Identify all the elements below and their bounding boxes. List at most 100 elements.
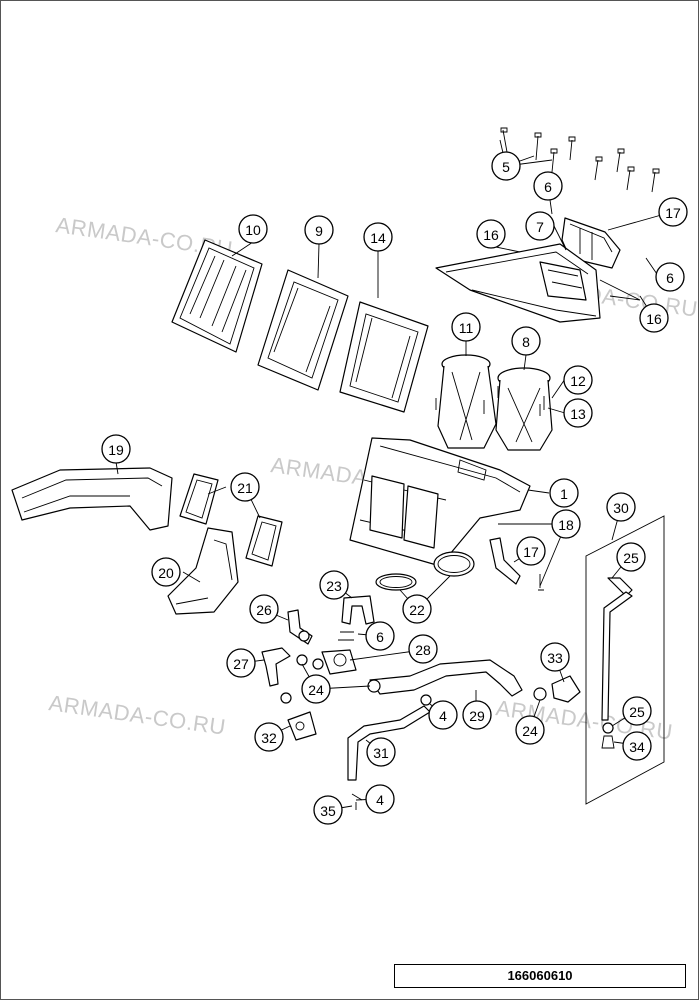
svg-text:20: 20 bbox=[158, 565, 174, 581]
svg-text:6: 6 bbox=[544, 179, 552, 195]
callout-18: 18 bbox=[551, 509, 581, 539]
svg-text:10: 10 bbox=[245, 222, 261, 238]
callout-5: 5 bbox=[491, 151, 521, 181]
callout-9: 9 bbox=[304, 215, 334, 245]
duct-20 bbox=[167, 527, 239, 615]
svg-text:6: 6 bbox=[376, 629, 384, 645]
callout-33: 33 bbox=[540, 642, 570, 672]
callout-10: 10 bbox=[238, 214, 268, 244]
callout-17: 17 bbox=[516, 536, 546, 566]
svg-text:26: 26 bbox=[256, 602, 272, 618]
callout-34: 34 bbox=[622, 731, 652, 761]
svg-text:22: 22 bbox=[409, 602, 425, 618]
fitting-32 bbox=[287, 711, 317, 741]
clip-35 bbox=[351, 793, 363, 810]
watermark: ARMADA-CO.RU bbox=[47, 690, 227, 740]
svg-text:33: 33 bbox=[547, 650, 563, 666]
callout-23: 23 bbox=[319, 570, 349, 600]
svg-text:25: 25 bbox=[623, 550, 639, 566]
air-box-lid-2 bbox=[435, 243, 641, 323]
callout-31: 31 bbox=[366, 737, 396, 767]
svg-text:4: 4 bbox=[376, 792, 384, 808]
svg-text:14: 14 bbox=[370, 230, 386, 246]
svg-text:1: 1 bbox=[560, 486, 568, 502]
callout-13: 13 bbox=[563, 398, 593, 428]
intake-duct-19 bbox=[11, 467, 173, 531]
svg-text:5: 5 bbox=[502, 159, 510, 175]
callout-25b: 25 bbox=[622, 696, 652, 726]
callout-26: 26 bbox=[249, 594, 279, 624]
callout-6b: 6 bbox=[655, 262, 685, 292]
callout-12: 12 bbox=[563, 365, 593, 395]
svg-text:24: 24 bbox=[308, 682, 324, 698]
document-number: 166060610 bbox=[394, 964, 686, 988]
hose-29 bbox=[367, 659, 523, 697]
screws-12-13 bbox=[435, 386, 545, 416]
svg-text:28: 28 bbox=[415, 642, 431, 658]
svg-text:35: 35 bbox=[320, 803, 336, 819]
callout-4b: 4 bbox=[365, 784, 395, 814]
hose-17 bbox=[489, 537, 521, 585]
bracket-23 bbox=[341, 595, 375, 625]
svg-text:19: 19 bbox=[108, 442, 124, 458]
o-rings-22 bbox=[375, 551, 475, 591]
callout-25: 25 bbox=[616, 542, 646, 572]
screws-5 bbox=[500, 127, 660, 193]
callout-16: 16 bbox=[639, 303, 669, 333]
svg-text:17: 17 bbox=[665, 205, 681, 221]
filter-cage-14 bbox=[339, 301, 429, 413]
hose-31 bbox=[347, 694, 432, 781]
callout-20: 20 bbox=[151, 557, 181, 587]
callout-22: 22 bbox=[402, 594, 432, 624]
connector-33 bbox=[533, 675, 581, 703]
callout-14: 14 bbox=[363, 222, 393, 252]
hoses-26-27-28 bbox=[261, 609, 357, 704]
svg-text:27: 27 bbox=[233, 656, 249, 672]
callout-8: 8 bbox=[511, 326, 541, 356]
air-filter-10 bbox=[171, 239, 263, 353]
svg-text:18: 18 bbox=[558, 517, 574, 533]
intake-boot-8 bbox=[495, 367, 553, 451]
svg-text:29: 29 bbox=[469, 708, 485, 724]
callout-6: 6 bbox=[533, 171, 563, 201]
svg-text:24: 24 bbox=[522, 723, 538, 739]
svg-text:4: 4 bbox=[439, 708, 447, 724]
filter-frame-9 bbox=[257, 269, 349, 391]
intake-boot-11 bbox=[437, 354, 497, 449]
callout-1: 1 bbox=[549, 478, 579, 508]
callout-27: 27 bbox=[226, 648, 256, 678]
svg-text:17: 17 bbox=[523, 544, 539, 560]
svg-text:7: 7 bbox=[536, 219, 544, 235]
callout-2: 16 bbox=[476, 219, 506, 249]
hose-assembly-30 bbox=[585, 515, 665, 805]
callout-24b: 24 bbox=[515, 715, 545, 745]
callout-11: 11 bbox=[451, 312, 481, 342]
callout-6c: 6 bbox=[365, 621, 395, 651]
callout-30: 30 bbox=[606, 492, 636, 522]
svg-text:12: 12 bbox=[570, 373, 586, 389]
callout-28: 28 bbox=[408, 634, 438, 664]
svg-text:34: 34 bbox=[629, 739, 645, 755]
callout-21: 21 bbox=[230, 472, 260, 502]
callout-24: 24 bbox=[301, 674, 331, 704]
svg-text:16: 16 bbox=[483, 227, 499, 243]
seal-21 bbox=[179, 473, 283, 567]
svg-text:13: 13 bbox=[570, 406, 586, 422]
svg-text:21: 21 bbox=[237, 480, 253, 496]
svg-text:6: 6 bbox=[666, 270, 674, 286]
svg-text:16: 16 bbox=[646, 311, 662, 327]
svg-text:25: 25 bbox=[629, 704, 645, 720]
callout-4: 4 bbox=[428, 700, 458, 730]
svg-text:9: 9 bbox=[315, 223, 323, 239]
callout-7: 7 bbox=[525, 211, 555, 241]
svg-text:11: 11 bbox=[459, 320, 474, 336]
callout-35: 35 bbox=[313, 795, 343, 825]
svg-text:30: 30 bbox=[613, 500, 629, 516]
svg-text:32: 32 bbox=[261, 730, 277, 746]
svg-text:31: 31 bbox=[373, 745, 389, 761]
air-box-1 bbox=[349, 437, 531, 567]
callout-29: 29 bbox=[462, 700, 492, 730]
svg-text:23: 23 bbox=[326, 578, 342, 594]
svg-text:8: 8 bbox=[522, 334, 530, 350]
callout-32: 32 bbox=[254, 722, 284, 752]
